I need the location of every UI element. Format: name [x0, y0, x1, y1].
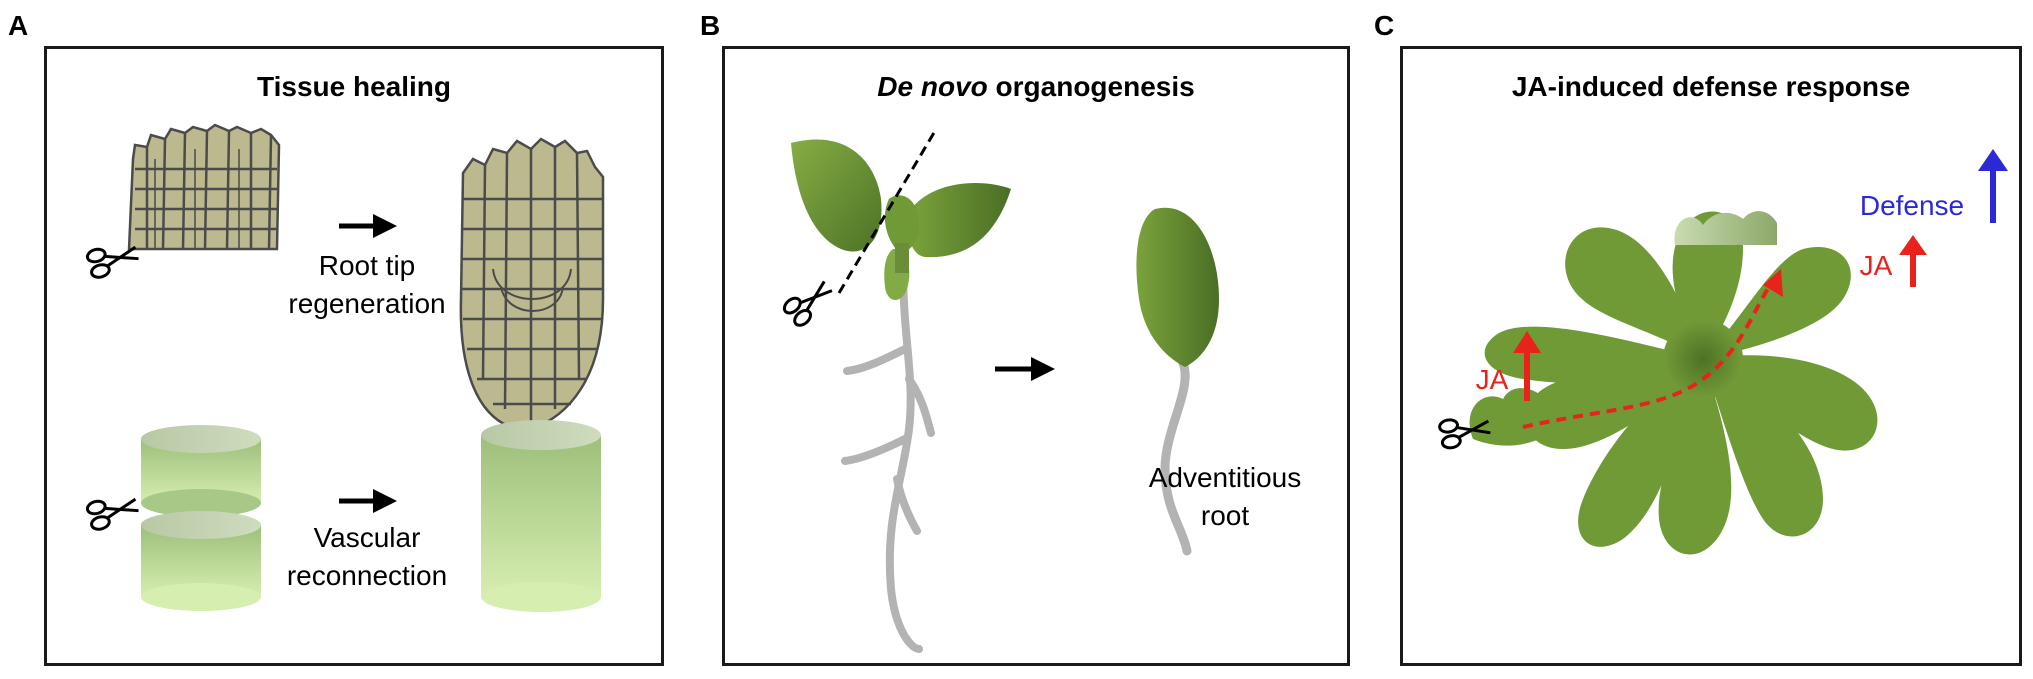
scissors-icon [782, 280, 833, 327]
panel-a-title: Tissue healing [257, 71, 451, 102]
seedling-root-system-icon [841, 263, 935, 653]
arrow-right-icon [339, 214, 397, 238]
panel-letter-a: A [8, 10, 29, 41]
panel-de-novo-organogenesis: De novo organogenesis [722, 46, 1350, 666]
arrow-right-icon [339, 489, 397, 513]
regenerated-root-tip-icon [459, 137, 605, 431]
panel-letter-b: B [700, 10, 721, 41]
signal-arrowhead-icon [1763, 269, 1783, 297]
title-italic-part: De novo [877, 71, 988, 102]
ja-up-arrow-right-icon [1899, 235, 1927, 287]
scissors-icon [1438, 418, 1491, 450]
cut-vascular-cylinders-icon [141, 425, 261, 611]
panel-a-illustration [85, 123, 605, 612]
defense-up-arrow-icon [1978, 149, 2008, 223]
cut-root-tip-icon [127, 123, 281, 251]
title-rest-part: organogenesis [987, 71, 1195, 102]
defense-label: Defense [1859, 190, 1965, 221]
panel-b-illustration [782, 130, 1219, 653]
adventitious-root-caption: Adventitious root [1148, 462, 1302, 531]
reconnected-vascular-cylinder-icon [481, 420, 601, 612]
arrow-right-icon [995, 357, 1055, 381]
panel-tissue-healing: Tissue healing [44, 46, 664, 666]
panel-c-illustration [1438, 149, 2008, 555]
panel-c-title: JA-induced defense response [1511, 71, 1911, 102]
seedling-leaves-icon [791, 139, 1011, 301]
panel-letter-c: C [1374, 10, 1395, 41]
panel-ja-defense-response: JA-induced defense response [1400, 46, 2022, 666]
leaf-cutting-icon [1136, 207, 1219, 556]
ja-up-arrow-left-icon [1513, 331, 1541, 401]
wounded-leaf-icon [1469, 388, 1558, 446]
arabidopsis-rosette-icon [1484, 211, 1878, 555]
ja-label-right: JA [1859, 250, 1893, 281]
scissors-icon [85, 245, 139, 279]
ja-signal-path [1522, 279, 1775, 429]
vascular-reconnection-caption: Vascular reconnection [286, 522, 448, 591]
root-tip-regeneration-caption: Root tip regeneration [288, 250, 446, 319]
ja-label-left: JA [1475, 364, 1509, 395]
scissors-icon [85, 497, 139, 531]
caterpillar-icon [1674, 211, 1777, 245]
panel-b-title: De novo organogenesis [725, 71, 1347, 103]
